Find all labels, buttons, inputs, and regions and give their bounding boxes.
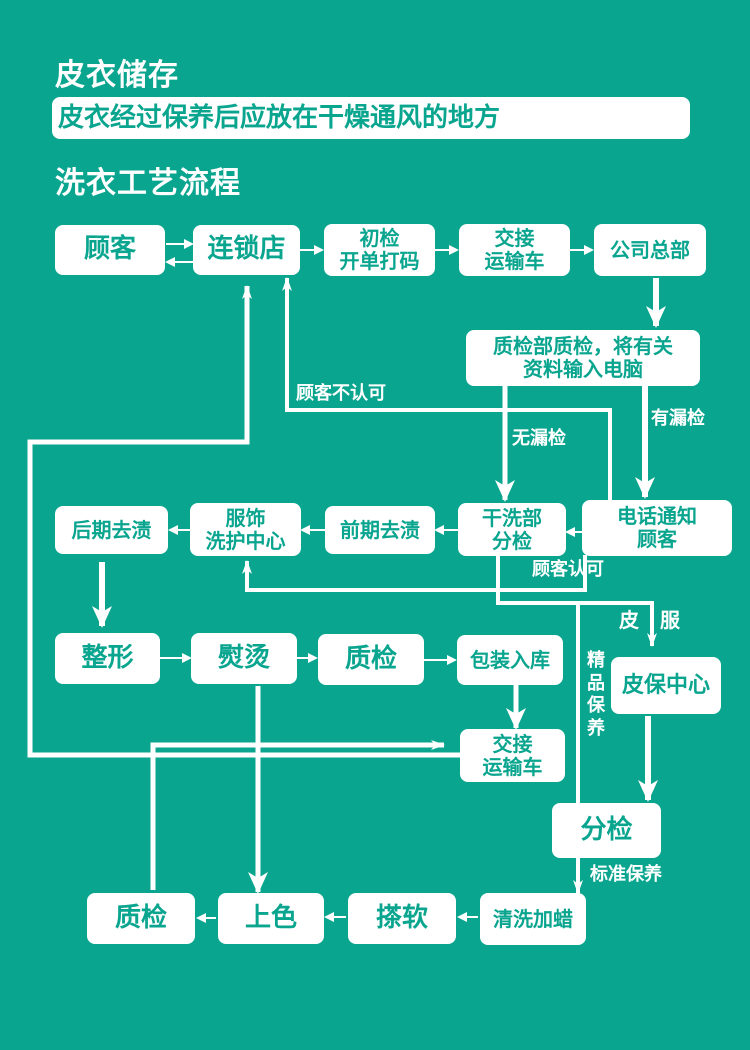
- text-line: 洗护中心: [205, 528, 286, 553]
- text-line: 品: [587, 672, 605, 694]
- node-customer: 顾客: [55, 225, 165, 275]
- node-quality-check-1: 质检: [318, 634, 424, 685]
- text-line: 整形: [81, 642, 134, 673]
- label-leather: 皮: [619, 608, 639, 632]
- edge-qc2-to-transport: [150, 740, 445, 890]
- text-line: 保: [587, 695, 605, 716]
- text-line: 连锁店: [207, 234, 286, 265]
- storage-note: 皮衣经过保养后应放在干燥通风的地方: [52, 97, 690, 139]
- storage-title: 皮衣储存: [55, 58, 179, 93]
- text-line: 交接: [492, 731, 533, 756]
- text-line: 精: [587, 650, 605, 671]
- text-line: 交接: [494, 226, 535, 250]
- text-line: 质检: [114, 902, 167, 933]
- label-customer-agree: 顾客认可: [532, 559, 604, 580]
- text-line: 公司总部: [610, 237, 690, 262]
- text-line: 清洗加蜡: [493, 906, 573, 931]
- label-garment: 服: [660, 608, 680, 632]
- node-shaping: 整形: [55, 633, 160, 684]
- node-sorting: 分检: [552, 803, 661, 858]
- node-chain-store: 连锁店: [193, 225, 300, 275]
- label-standard-care: 标准保养: [590, 864, 662, 885]
- text-line: 养: [587, 717, 605, 739]
- edge-notify-to-store: [282, 277, 612, 500]
- label-customer-disagree: 顾客不认可: [296, 383, 386, 404]
- node-handover-transport-1: 交接运输车: [459, 224, 570, 276]
- text-line: 包装入库: [470, 647, 550, 672]
- node-dry-clean-check: 干洗部分检: [458, 503, 566, 556]
- text-line: 运输车: [484, 249, 545, 273]
- label-no-omission: 无漏检: [512, 428, 566, 449]
- text-line: 质检部质检，将有关: [493, 334, 673, 358]
- node-garment-care-center: 服饰洗护中心: [190, 503, 301, 556]
- text-line: 电话通知: [617, 504, 697, 528]
- text-line: 运输车: [482, 754, 543, 779]
- text-line: 服饰: [225, 505, 266, 530]
- text-line: 初检: [359, 226, 400, 250]
- text-line: 顾客: [637, 527, 677, 551]
- text-line: 分检: [492, 528, 532, 553]
- edge-dryclean-split: [496, 556, 657, 647]
- node-handover-transport-2: 交接运输车: [460, 729, 565, 782]
- node-pre-stain: 前期去渍: [325, 506, 435, 554]
- node-post-stain: 后期去渍: [55, 506, 168, 554]
- node-rub-soft: 搽软: [348, 893, 456, 944]
- node-phone-notify: 电话通知顾客: [582, 500, 732, 556]
- text-line: 分检: [580, 814, 633, 845]
- text-line: 质检: [344, 643, 397, 674]
- text-line: 搽软: [375, 902, 428, 933]
- node-ironing: 熨烫: [191, 633, 297, 684]
- text-line: 开单打码: [339, 249, 420, 273]
- text-line: 资料输入电脑: [523, 357, 643, 381]
- label-fine-care: 精品保养: [587, 650, 605, 740]
- node-headquarters: 公司总部: [594, 224, 706, 276]
- node-leather-center: 皮保中心: [611, 657, 721, 714]
- text-line: 上色: [244, 902, 297, 933]
- node-clean-wax: 清洗加蜡: [480, 893, 586, 945]
- label-has-omission: 有漏检: [651, 408, 705, 429]
- node-packing-storage: 包装入库: [457, 635, 563, 685]
- node-qc-department: 质检部质检，将有关资料输入电脑: [466, 330, 700, 386]
- text-line: 干洗部: [482, 505, 542, 530]
- text-line: 皮保中心: [621, 672, 710, 698]
- node-quality-check-2: 质检: [87, 893, 195, 944]
- text-line: 后期去渍: [71, 517, 152, 542]
- text-line: 熨烫: [217, 642, 270, 673]
- edge-transport-to-store: [27, 285, 460, 758]
- edge-notify-to-care: [242, 555, 587, 592]
- text-line: 前期去渍: [340, 517, 420, 542]
- node-coloring: 上色: [218, 893, 324, 944]
- node-initial-check: 初检开单打码: [324, 224, 435, 276]
- process-title: 洗衣工艺流程: [55, 166, 241, 201]
- text-line: 顾客: [83, 234, 136, 265]
